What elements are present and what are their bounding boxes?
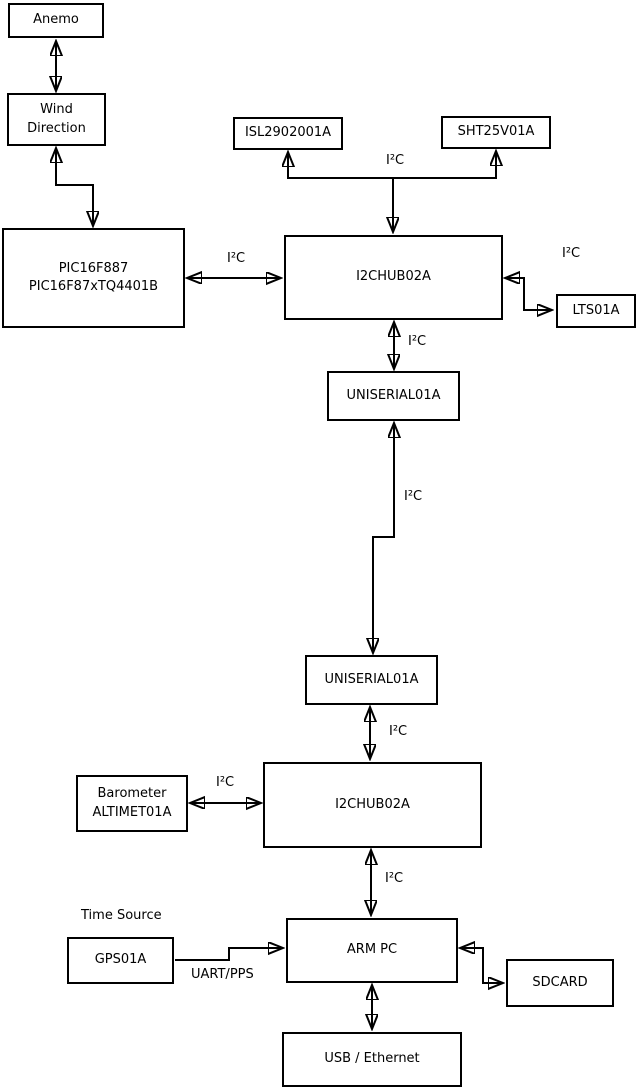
edge-label-i2c-hub1-lts: I²C	[562, 246, 581, 261]
node-i2chub02a-1-label: I2CHUB02A	[356, 269, 431, 285]
node-pic16f887-label: PIC16F887 PIC16F87xTQ4401B	[28, 260, 159, 294]
edge-label-i2c-pic-hub1: I²C	[227, 251, 246, 266]
edge-label-i2c-uniserial2-hub2: I²C	[389, 724, 408, 739]
edge-gps-armpc	[175, 948, 283, 961]
edge-label-time-source: Time Source	[81, 908, 162, 923]
node-sht25v01a-label: SHT25V01A	[457, 124, 535, 140]
node-arm-pc-label: ARM PC	[346, 942, 398, 958]
node-isl2902001a: ISL2902001A	[233, 117, 343, 150]
node-lts01a: LTS01A	[556, 294, 636, 328]
edge-hub1-lts	[505, 278, 552, 310]
node-anemo-label: Anemo	[33, 12, 79, 28]
node-wind-direction: Wind Direction	[7, 93, 106, 146]
edge-label-i2c-hub2-armpc: I²C	[385, 871, 404, 886]
node-i2chub02a-2-label: I2CHUB02A	[335, 796, 410, 812]
edge-label-i2c-barometer-hub2: I²C	[216, 775, 235, 790]
edge-armpc-sdcard	[460, 948, 503, 983]
node-barometer-altimet01a-label: Barometer ALTIMET01A	[92, 786, 172, 820]
node-usb-ethernet-label: USB / Ethernet	[324, 1051, 420, 1067]
edge-label-i2c-uniserial-link: I²C	[404, 489, 423, 504]
edge-label-i2c-hub1-sensors: I²C	[386, 153, 405, 168]
edge-winddirection-pic	[56, 148, 93, 226]
node-barometer-altimet01a: Barometer ALTIMET01A	[76, 775, 188, 832]
node-sdcard: SDCARD	[506, 959, 614, 1007]
node-i2chub02a-2: I2CHUB02A	[263, 762, 482, 848]
edge-uniserial1-uniserial2	[373, 423, 394, 653]
node-sdcard-label: SDCARD	[532, 974, 588, 990]
node-arm-pc: ARM PC	[286, 918, 458, 983]
node-anemo: Anemo	[8, 3, 104, 38]
node-usb-ethernet: USB / Ethernet	[282, 1032, 462, 1087]
node-gps01a: GPS01A	[67, 937, 174, 984]
node-wind-direction-label: Wind Direction	[27, 102, 86, 136]
node-isl2902001a-label: ISL2902001A	[244, 125, 332, 141]
edge-label-uart-pps: UART/PPS	[191, 967, 254, 982]
node-uniserial01a-1-label: UNISERIAL01A	[346, 387, 441, 403]
node-uniserial01a-1: UNISERIAL01A	[327, 371, 460, 421]
edge-label-i2c-hub1-uniserial1: I²C	[408, 334, 427, 349]
node-uniserial01a-2-label: UNISERIAL01A	[324, 671, 419, 687]
node-lts01a-label: LTS01A	[572, 302, 620, 318]
node-i2chub02a-1: I2CHUB02A	[284, 235, 503, 320]
node-gps01a-label: GPS01A	[94, 952, 147, 968]
node-pic16f887: PIC16F887 PIC16F87xTQ4401B	[2, 228, 185, 328]
node-uniserial01a-2: UNISERIAL01A	[305, 655, 438, 705]
node-sht25v01a: SHT25V01A	[441, 116, 551, 149]
